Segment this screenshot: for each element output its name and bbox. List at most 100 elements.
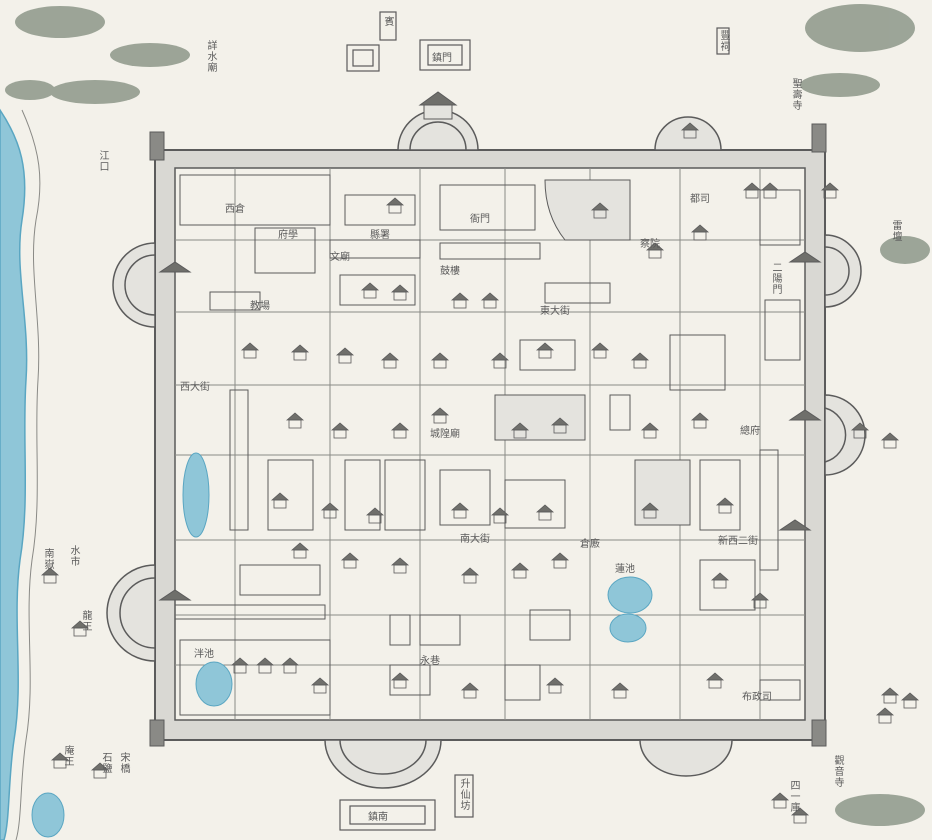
label-ne-temple2: 雷壇 <box>890 220 901 242</box>
building-icon <box>385 197 405 214</box>
label-bottom-left2: 宋橋 <box>118 752 129 774</box>
building-icon <box>742 182 762 199</box>
city-wall <box>154 149 826 741</box>
building-icon <box>535 504 555 521</box>
label-se2: 四一庫 <box>788 780 799 813</box>
label-inner-temple2: 文廟 <box>330 252 350 263</box>
building-icon <box>480 292 500 309</box>
building-icon <box>490 352 510 369</box>
building-icon <box>710 572 730 589</box>
building-icon <box>320 502 340 519</box>
label-inner-office: 衙門 <box>470 214 490 225</box>
river-bank <box>15 109 41 840</box>
building-icon <box>390 557 410 574</box>
label-east-road: 新西二街 <box>718 536 758 547</box>
building-icon <box>590 342 610 359</box>
label-ne-temple: 聖壽寺 <box>790 78 801 111</box>
building-icon <box>380 352 400 369</box>
river-icon <box>0 108 28 840</box>
label-nw-temple: 詳水廟 <box>205 40 216 73</box>
wall-bastion-icon <box>106 109 866 789</box>
label-inner-market: 鼓樓 <box>440 266 460 277</box>
building-icon <box>280 657 300 674</box>
street-grid <box>175 168 805 720</box>
building-icon <box>880 687 900 704</box>
building-icon <box>630 352 650 369</box>
label-inner-n2: 縣署 <box>370 230 390 241</box>
label-north-gate-box: 鎮門 <box>432 53 452 64</box>
label-bottom-left: 石鹽 <box>100 752 111 774</box>
building-icon <box>640 422 660 439</box>
building-icon <box>290 344 310 361</box>
building-icon <box>90 762 110 779</box>
building-icon <box>255 657 275 674</box>
label-inner-lake: 蓮池 <box>615 564 635 575</box>
building-icon <box>750 592 770 609</box>
label-sw-shrine: 龍王 <box>80 610 91 632</box>
label-inner-temple: 城隍廟 <box>430 429 460 440</box>
label-east-gate: 二陽門 <box>770 262 781 295</box>
building-icon <box>270 492 290 509</box>
building-icon <box>535 342 555 359</box>
label-north-right: 豐祠 <box>718 30 729 52</box>
building-icon <box>230 657 250 674</box>
building-icon <box>360 282 380 299</box>
label-inner-s1: 永巷 <box>420 656 440 667</box>
pond-icon <box>182 452 653 707</box>
building-icon <box>285 412 305 429</box>
building-icon <box>390 672 410 689</box>
label-south-tablet: 升仙坊 <box>458 778 469 811</box>
building-icon <box>510 562 530 579</box>
building-icon <box>880 432 900 449</box>
gate-tower-icon <box>158 91 822 601</box>
label-inner-e1: 總府 <box>740 426 760 437</box>
building-icon <box>40 122 920 824</box>
building-icon <box>460 567 480 584</box>
pond-icon <box>31 792 65 838</box>
building-icon <box>590 202 610 219</box>
label-sw-temple: 庵王 <box>62 745 73 767</box>
building-icon <box>430 352 450 369</box>
building-icon <box>770 792 790 809</box>
building-icon <box>760 182 780 199</box>
building-icon <box>850 422 870 439</box>
label-west-shrine: 南嶽 <box>42 548 53 570</box>
building-icon <box>900 692 920 709</box>
building-icon <box>715 497 735 514</box>
building-icon <box>310 677 330 694</box>
tree-icon <box>5 4 930 826</box>
label-inner-pond: 泮池 <box>194 649 214 660</box>
building-icon <box>820 182 840 199</box>
corner-towers <box>149 123 827 747</box>
building-icon <box>640 502 660 519</box>
label-inner-s2: 倉廒 <box>580 539 600 550</box>
building-icon <box>690 412 710 429</box>
label-inner-west: 西倉 <box>225 204 245 215</box>
label-inner-ne: 都司 <box>690 194 710 205</box>
label-inner-ne2: 察院 <box>640 239 660 250</box>
building-icon <box>365 507 385 524</box>
building-icon <box>460 682 480 699</box>
building-icon <box>390 284 410 301</box>
building-icon <box>490 507 510 524</box>
label-inner-road1: 東大街 <box>540 306 570 317</box>
label-north-small: 賓 <box>382 16 393 27</box>
building-icon <box>450 292 470 309</box>
building-icon <box>450 502 470 519</box>
building-icon <box>430 407 450 424</box>
building-icon <box>550 417 570 434</box>
label-river-post: 江口 <box>97 150 108 172</box>
building-icon <box>680 122 700 139</box>
label-se: 觀音寺 <box>832 755 843 788</box>
building-icon <box>705 672 725 689</box>
building-icon <box>510 422 530 439</box>
building-icon <box>240 342 260 359</box>
building-icon <box>790 807 810 824</box>
building-icon <box>875 707 895 724</box>
building-icon <box>290 542 310 559</box>
label-south-gate-box: 鎮南 <box>368 812 388 823</box>
building-icon <box>40 567 60 584</box>
label-inner-e2: 布政司 <box>742 692 772 703</box>
